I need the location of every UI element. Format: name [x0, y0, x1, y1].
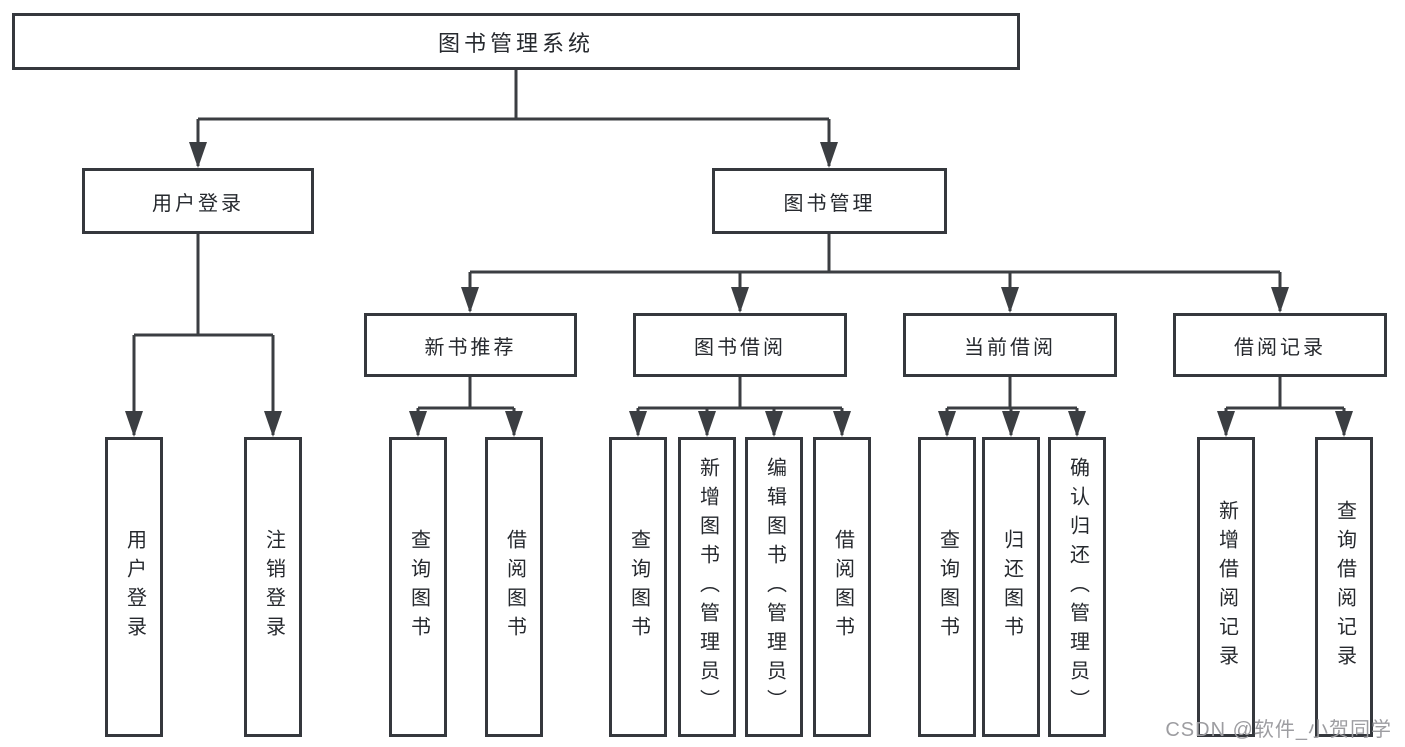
arrowhead	[1271, 287, 1289, 313]
leaf-current-query-label: 查询图书	[936, 529, 959, 645]
node-root-label: 图书管理系统	[437, 30, 594, 56]
node-book-mgmt-label: 图书管理	[783, 192, 876, 215]
leaf-current-return-label: 归还图书	[1000, 529, 1023, 645]
node-book-mgmt: 图书管理	[712, 168, 947, 234]
leaf-borrowing-borrow-label: 借阅图书	[831, 529, 854, 645]
leaf-records-add: 新增借阅记录	[1197, 437, 1255, 737]
leaf-newbooks-borrow-label: 借阅图书	[503, 529, 526, 645]
connector-mgmt-to-level3	[468, 234, 1282, 311]
arrowhead	[264, 411, 282, 437]
csdn-watermark: CSDN @软件_小贺同学	[1165, 719, 1392, 741]
arrowhead	[698, 411, 716, 437]
leaf-records-add-label: 新增借阅记录	[1215, 500, 1238, 674]
leaf-user-login-label: 用户登录	[123, 529, 146, 645]
arrowhead	[1002, 411, 1020, 437]
node-borrowing-label: 图书借阅	[694, 336, 786, 359]
connector-borrowing-to-leaves	[636, 377, 844, 435]
arrowhead	[461, 287, 479, 313]
leaf-current-confirm: 确认归还（管理员）	[1048, 437, 1106, 737]
arrowhead	[1335, 411, 1353, 437]
leaf-borrowing-query-label: 查询图书	[627, 529, 650, 645]
node-root: 图书管理系统	[12, 13, 1020, 70]
leaf-user-login: 用户登录	[105, 437, 163, 737]
connector-login-to-leaves	[132, 234, 275, 435]
arrowhead	[505, 411, 523, 437]
leaf-logout: 注销登录	[244, 437, 302, 737]
node-records: 借阅记录	[1173, 313, 1387, 377]
leaf-records-query-label: 查询借阅记录	[1333, 500, 1356, 674]
arrowhead	[820, 142, 838, 168]
leaf-borrowing-add: 新增图书（管理员）	[678, 437, 736, 737]
arrowhead	[1001, 287, 1019, 313]
leaf-borrowing-borrow: 借阅图书	[813, 437, 871, 737]
connector-root-to-level2	[196, 70, 831, 166]
node-current: 当前借阅	[903, 313, 1117, 377]
node-new-books-label: 新书推荐	[424, 336, 517, 359]
arrowhead	[409, 411, 427, 437]
node-user-login: 用户登录	[82, 168, 314, 234]
arrowhead	[189, 142, 207, 168]
leaf-newbooks-query-label: 查询图书	[407, 529, 430, 645]
arrowhead	[1068, 411, 1086, 437]
arrowhead	[629, 411, 647, 437]
arrowhead	[731, 287, 749, 313]
node-current-label: 当前借阅	[964, 336, 1056, 359]
leaf-newbooks-borrow: 借阅图书	[485, 437, 543, 737]
arrowhead	[765, 411, 783, 437]
leaf-newbooks-query: 查询图书	[389, 437, 447, 737]
arrowhead	[125, 411, 143, 437]
leaf-borrowing-edit-label: 编辑图书（管理员）	[763, 456, 786, 718]
node-records-label: 借阅记录	[1234, 336, 1326, 359]
arrowhead	[1217, 411, 1235, 437]
leaf-current-confirm-label: 确认归还（管理员）	[1066, 456, 1089, 718]
arrowhead	[938, 411, 956, 437]
leaf-borrowing-query: 查询图书	[609, 437, 667, 737]
leaf-current-return: 归还图书	[982, 437, 1040, 737]
leaf-borrowing-add-label: 新增图书（管理员）	[696, 456, 719, 718]
connector-records-to-leaves	[1224, 377, 1346, 435]
node-new-books: 新书推荐	[364, 313, 577, 377]
leaf-records-query: 查询借阅记录	[1315, 437, 1373, 737]
node-borrowing: 图书借阅	[633, 313, 847, 377]
leaf-borrowing-edit: 编辑图书（管理员）	[745, 437, 803, 737]
node-user-login-label: 用户登录	[152, 192, 244, 215]
leaf-current-query: 查询图书	[918, 437, 976, 737]
connector-newbooks-to-leaves	[416, 377, 516, 435]
arrowheads	[125, 142, 1353, 437]
arrowhead	[833, 411, 851, 437]
leaf-logout-label: 注销登录	[262, 529, 285, 645]
